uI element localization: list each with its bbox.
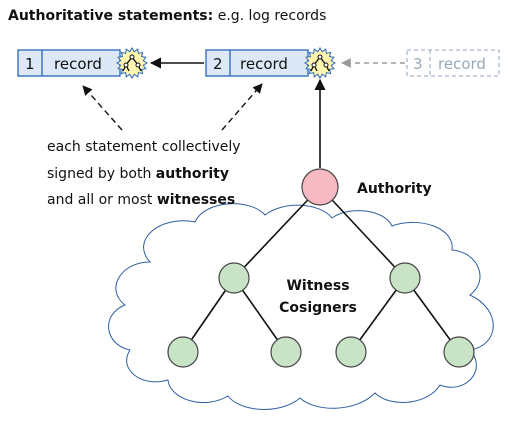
seal-icon [116,47,148,79]
authority-label: Authority [357,181,432,197]
witness-node [218,262,250,294]
witness-cloud-shape [108,203,494,410]
tree-icon [122,54,142,72]
witness-node [335,336,367,368]
record-3-box [406,49,500,77]
caption-line2: signed by both authority [47,166,229,182]
record-1-label: record [54,55,102,73]
title-bold: Authoritative statements: [8,8,213,24]
record-2-label: record [240,55,288,73]
record-2-number: 2 [213,55,223,73]
record-3-label: record [438,55,486,73]
witness-node [443,336,475,368]
record-1-number: 1 [25,55,35,73]
record-3-number: 3 [413,55,423,73]
diagram-title: Authoritative statements: e.g. log recor… [8,8,326,24]
tree-icon [310,54,330,72]
caption-line2-pre: signed by both [47,166,156,182]
witness-node [389,262,421,294]
caption-line1: each statement collectively [47,139,241,155]
caption-line3-pre: and all or most [47,192,157,208]
witness-label-line1: Witness [286,278,349,294]
witness-node [167,336,199,368]
caption-line3: and all or most witnesses [47,192,235,208]
caption: each statement collectively signed by bo… [47,139,241,208]
record-2: 2 record [205,49,309,77]
caption-line3-bold: witnesses [157,192,235,208]
caption-arrow-right [221,83,263,131]
caption-arrow-left [82,85,123,131]
record-2-box [205,49,309,77]
authority-node [301,168,339,206]
record-1: 1 record [17,49,121,77]
title-rest: e.g. log records [213,8,326,24]
witness-label-line2: Cosigners [279,300,357,316]
witness-node [270,336,302,368]
seal-icon [304,47,336,79]
caption-line2-bold: authority [156,166,229,182]
record-3: 3 record [406,49,500,77]
